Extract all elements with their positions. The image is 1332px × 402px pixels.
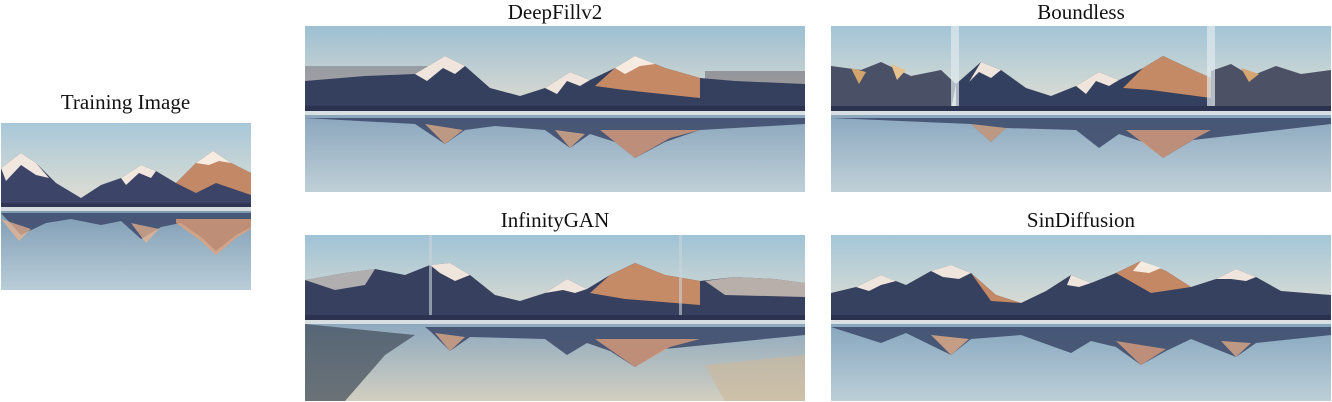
infinitygan-landscape-svg: [305, 235, 805, 401]
boundless-panel: [831, 26, 1331, 192]
boundless-caption: Boundless: [1037, 0, 1125, 24]
sindiffusion-panel: [831, 235, 1331, 401]
training-image-caption: Training Image: [60, 90, 191, 114]
deepfill-landscape-svg: [305, 26, 805, 192]
boundless-landscape-svg: [831, 26, 1331, 192]
sindiffusion-landscape-svg: [831, 235, 1331, 401]
deepfill-caption: DeepFillv2: [507, 0, 603, 24]
infinitygan-caption: InfinityGAN: [500, 208, 610, 232]
training-image: [1, 123, 251, 290]
training-landscape-svg: [1, 123, 251, 290]
sindiffusion-caption: SinDiffusion: [1026, 208, 1136, 232]
deepfill-panel: [305, 26, 805, 192]
infinitygan-panel: [305, 235, 805, 401]
